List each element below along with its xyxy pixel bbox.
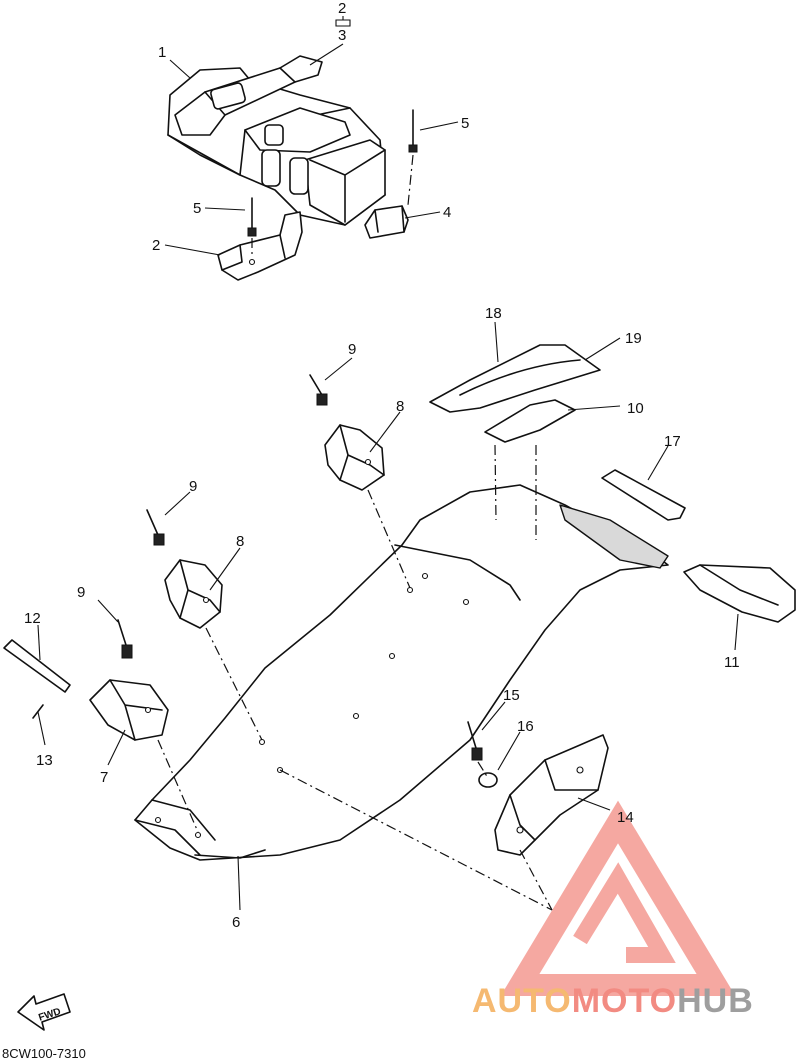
- battery-terminal: [264, 124, 284, 146]
- callout-6: 6: [232, 914, 240, 931]
- fwd-arrow-icon: FWD: [17, 993, 71, 1031]
- diagram-code: 8CW100-7310: [2, 1046, 86, 1061]
- screw-5-upper: [407, 109, 418, 206]
- callout-10: 10: [627, 400, 644, 417]
- cover-14: [494, 734, 609, 856]
- bracket-8-lower: [164, 559, 223, 629]
- callout-1: 1: [158, 44, 166, 61]
- callout-19: 19: [625, 330, 642, 347]
- pad-set: [429, 344, 601, 443]
- callout-4: 4: [443, 204, 451, 221]
- assembly-lines: [157, 444, 553, 911]
- callout-17: 17: [664, 433, 681, 450]
- bolt-12: [3, 639, 71, 693]
- callout-14: 14: [617, 809, 634, 826]
- watermark-triangle-outer: [500, 800, 736, 996]
- screw-9-middle: [146, 509, 165, 546]
- bracket-7: [89, 679, 169, 741]
- battery-assembly: [167, 55, 386, 226]
- screw-15: [467, 721, 483, 761]
- callout-9: 9: [189, 478, 197, 495]
- plate-rear-rail: [559, 504, 669, 569]
- bracket-8-upper: [324, 424, 385, 491]
- callout-18: 18: [485, 305, 502, 322]
- screw-9-upper: [309, 374, 328, 406]
- callout-15: 15: [503, 687, 520, 704]
- washer-16: [478, 772, 498, 788]
- battery-strap: [174, 55, 323, 136]
- leader-lines: [37, 16, 739, 911]
- callout-9: 9: [348, 341, 356, 358]
- watermark-text: AUTOMOTOHUB: [472, 982, 754, 1020]
- pin-13: [32, 704, 44, 719]
- watermark-logo: [500, 800, 736, 996]
- callout-16: 16: [517, 718, 534, 735]
- watermark-triangle-inner: [573, 862, 676, 963]
- strap-buckle: [210, 82, 246, 110]
- callout-12: 12: [24, 610, 41, 627]
- callout-8: 8: [236, 533, 244, 550]
- callouts: 1 2 3 5 5 2 4 18 19 10 17 11 9 8 9 8 9 1…: [24, 0, 740, 931]
- strap-bracket: [217, 211, 303, 281]
- callout-3: 3: [338, 27, 346, 44]
- battery-clip: [364, 205, 409, 239]
- callout-13: 13: [36, 752, 53, 769]
- callout-5: 5: [461, 115, 469, 132]
- screw-5-lower: [247, 197, 257, 258]
- screw-9-lower: [117, 619, 133, 659]
- callout-7: 7: [100, 769, 108, 786]
- seal-strip: [683, 564, 796, 623]
- callout-8: 8: [396, 398, 404, 415]
- watermark-auto: AUTO: [472, 982, 572, 1020]
- watermark-moto: MOTO: [572, 982, 677, 1020]
- main-plate: [134, 484, 669, 861]
- watermark-hub: HUB: [677, 982, 754, 1020]
- battery-cell: [261, 149, 281, 187]
- callout-9: 9: [77, 584, 85, 601]
- callout-2: 2: [338, 0, 346, 17]
- battery-cell: [289, 157, 309, 195]
- callout-2: 2: [152, 237, 160, 254]
- rubber-strip: [601, 469, 686, 521]
- callout-11: 11: [724, 654, 740, 671]
- callout-5: 5: [193, 200, 201, 217]
